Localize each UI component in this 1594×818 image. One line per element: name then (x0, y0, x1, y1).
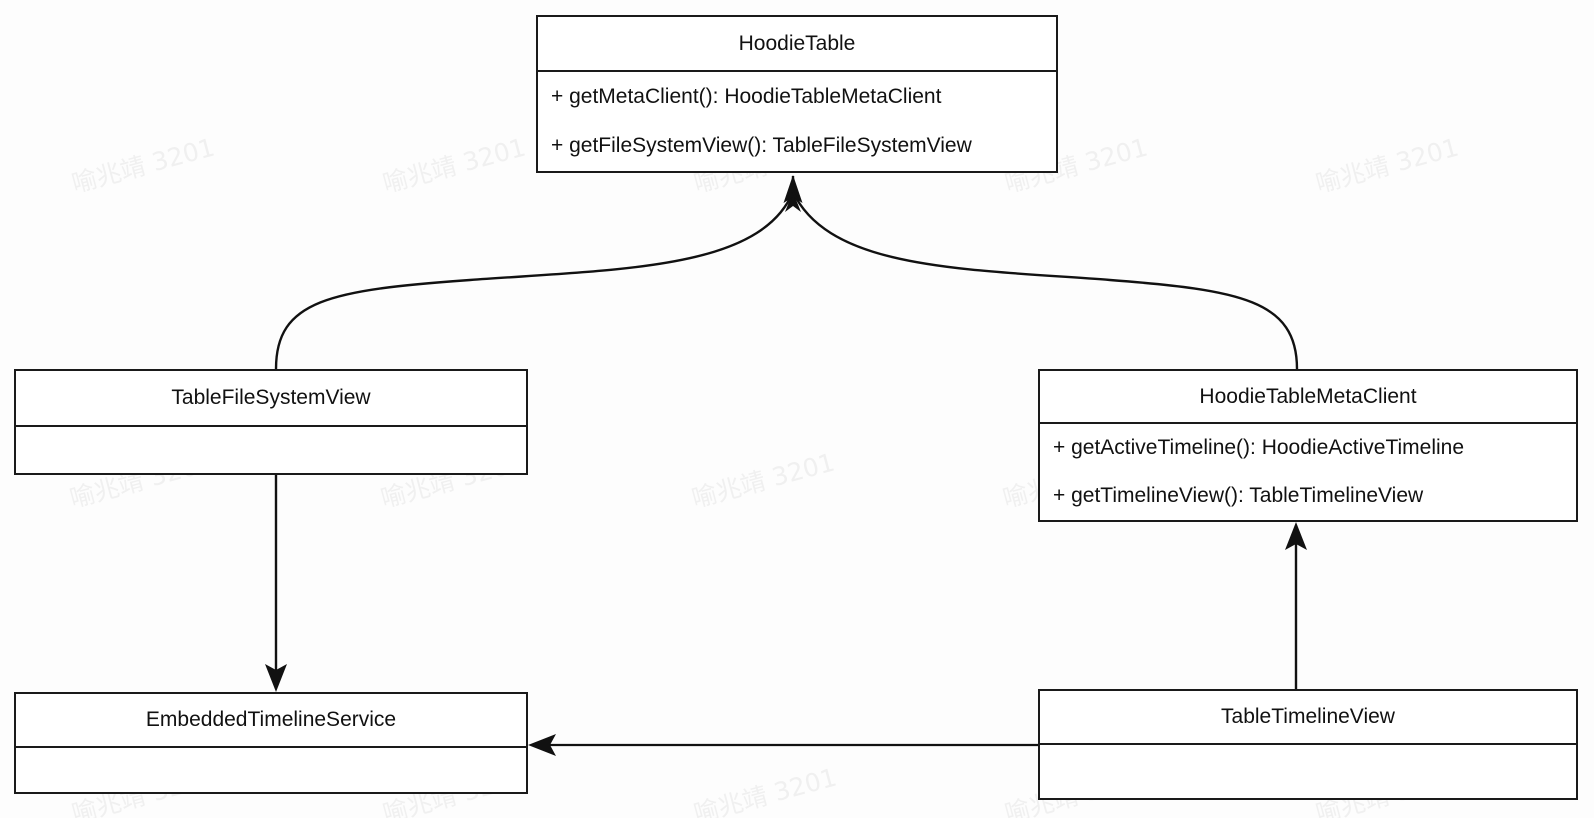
watermark-text: 喻兆靖 3201 (379, 132, 529, 199)
edge-fsv-to-embedded (265, 475, 287, 692)
watermark-text: 喻兆靖 3201 (688, 447, 838, 514)
class-members-hoodie-table-meta-client: + getActiveTimeline(): HoodieActiveTimel… (1040, 422, 1576, 520)
class-name-table-timeline-view: TableTimelineView (1221, 705, 1395, 728)
class-member: + getActiveTimeline(): HoodieActiveTimel… (1053, 436, 1465, 459)
class-box-hoodie-table[interactable]: HoodieTable + getMetaClient(): HoodieTabl… (536, 15, 1058, 173)
class-member: + getTimelineView(): TableTimelineView (1053, 484, 1424, 507)
class-members-table-file-system-view (16, 425, 526, 473)
edge-fsv-to-hoodietable (274, 175, 803, 370)
class-box-embedded-timeline-service[interactable]: EmbeddedTimelineService (14, 692, 528, 794)
watermark-text: 喻兆靖 3201 (68, 132, 218, 199)
class-name-hoodie-table-meta-client: HoodieTableMetaClient (1199, 384, 1417, 408)
class-box-table-timeline-view[interactable]: TableTimelineView (1038, 689, 1578, 800)
edge-timelineview-to-embedded (528, 734, 1038, 756)
class-members-hoodie-table: + getMetaClient(): HoodieTableMetaClient… (538, 70, 1056, 171)
watermark-text: 喻兆靖 3201 (1312, 132, 1462, 199)
class-box-table-file-system-view[interactable]: TableFileSystemView (14, 369, 528, 475)
class-members-embedded-timeline-service (16, 746, 526, 792)
class-name-hoodie-table: HoodieTable (738, 31, 856, 55)
edge-timelineview-to-metaclient (1285, 522, 1307, 689)
class-name-table-file-system-view: TableFileSystemView (171, 386, 371, 409)
class-member: + getMetaClient(): HoodieTableMetaClient (551, 84, 942, 108)
class-members-table-timeline-view (1040, 743, 1576, 798)
class-name-embedded-timeline-service: EmbeddedTimelineService (145, 708, 397, 731)
class-member: + getFileSystemView(): TableFileSystemVi… (551, 134, 972, 158)
watermark-text: 喻兆靖 3201 (690, 762, 840, 818)
edge-metaclient-to-hoodietable (791, 191, 1299, 370)
class-box-hoodie-table-meta-client[interactable]: HoodieTableMetaClient + getActiveTimeline… (1038, 369, 1578, 522)
